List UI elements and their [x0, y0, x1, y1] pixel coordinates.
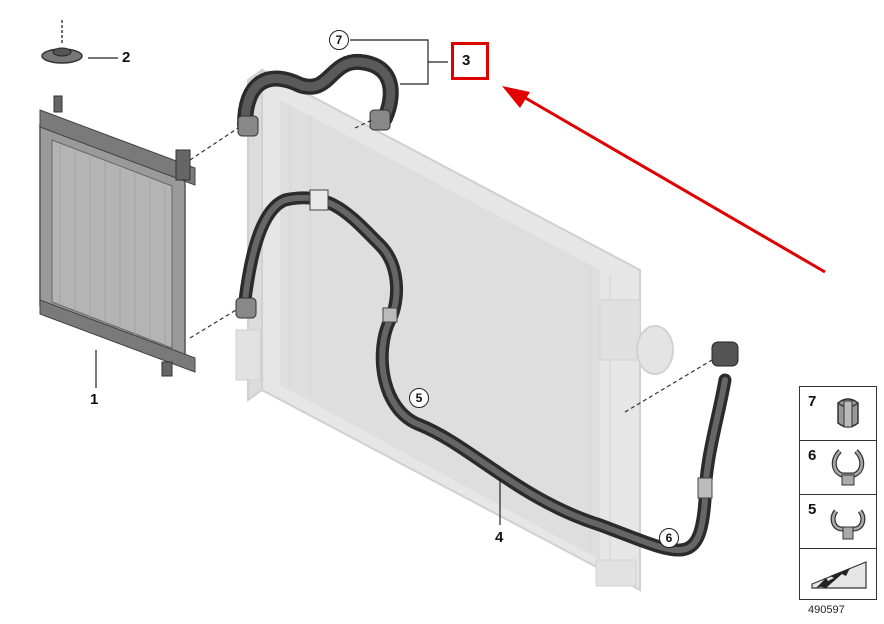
highlight-box [451, 42, 489, 80]
spring-clip-icon [831, 449, 865, 486]
double-clip-icon [830, 509, 866, 540]
callout-6-circle: 6 [659, 528, 679, 548]
callout-5-circle: 5 [409, 388, 429, 408]
legend-cell-7: 7 [800, 387, 876, 441]
legend-cell-5: 5 [800, 495, 876, 549]
legend-number: 6 [808, 447, 817, 464]
legend-cell-6: 6 [800, 441, 876, 495]
auxiliary-radiator [39, 95, 196, 377]
grommet-cap [41, 20, 83, 64]
main-radiator [235, 68, 674, 592]
leader-lines [88, 39, 501, 525]
callout-2: 2 [122, 49, 131, 66]
arrow-pointer-icon [811, 561, 867, 589]
upper-hose [237, 54, 399, 133]
callout-3[interactable]: 3 [462, 52, 471, 69]
callout-7-circle: 7 [329, 30, 349, 50]
legend-number: 5 [808, 501, 817, 518]
callout-1: 1 [90, 391, 99, 408]
parts-legend: 7 6 5 [799, 386, 877, 600]
legend-number: 7 [808, 393, 817, 410]
legend-cell-arrow [800, 549, 876, 599]
diagram-number: 490597 [808, 604, 845, 616]
red-pointer-arrow [502, 86, 826, 274]
hose-clamp-sleeve-icon [837, 398, 859, 428]
hose-connectors [235, 109, 739, 367]
callout-4: 4 [495, 529, 504, 546]
lower-hose [238, 189, 732, 557]
assembly-lines [189, 119, 713, 413]
